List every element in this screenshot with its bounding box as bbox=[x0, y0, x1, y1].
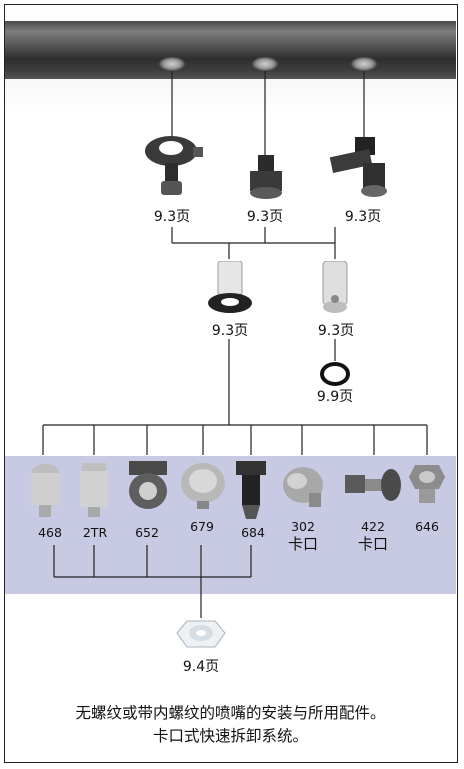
nozzle-684-icon bbox=[234, 461, 268, 521]
mid-part-label-1: 9.3页 bbox=[190, 323, 270, 339]
nozzle-468-label: 468 bbox=[25, 525, 75, 541]
check-valve-icon bbox=[317, 261, 353, 321]
nozzle-652-icon bbox=[127, 461, 169, 513]
nozzle-302-bayonet-label: 卡口 bbox=[278, 536, 328, 552]
nozzle-679-icon bbox=[179, 461, 227, 511]
connector-lines bbox=[5, 5, 456, 760]
nozzle-2tr-icon bbox=[78, 463, 110, 519]
diagram-frame: 9.3页 9.3页 9.3页 9.3页 9.3页 9.9页 bbox=[4, 4, 458, 763]
nozzle-646-icon bbox=[407, 463, 447, 511]
nozzle-302-label: 302 bbox=[278, 519, 328, 535]
angled-fitting-icon bbox=[323, 135, 393, 201]
caption-line-2: 卡口式快速拆卸系统。 bbox=[5, 725, 456, 748]
clamp-fitting-icon bbox=[141, 129, 207, 201]
nozzle-302-icon bbox=[281, 463, 325, 511]
nozzle-2tr-label: 2TR bbox=[70, 525, 120, 541]
nozzle-646-label: 646 bbox=[402, 519, 452, 535]
top-part-label-3: 9.3页 bbox=[323, 209, 403, 225]
nozzle-652-label: 652 bbox=[122, 525, 172, 541]
top-part-label-2: 9.3页 bbox=[225, 209, 305, 225]
threaded-fitting-icon bbox=[244, 155, 288, 201]
bottom-part-label: 9.4页 bbox=[161, 659, 241, 675]
top-part-label-1: 9.3页 bbox=[132, 209, 212, 225]
nozzle-422-label: 422 bbox=[348, 519, 398, 535]
nozzle-679-label: 679 bbox=[177, 519, 227, 535]
nozzle-684-label: 684 bbox=[228, 525, 278, 541]
mid-part-label-2: 9.3页 bbox=[296, 323, 376, 339]
nozzle-422-icon bbox=[343, 465, 403, 505]
caption-line-1: 无螺纹或带内螺纹的喷嘴的安装与所用配件。 bbox=[5, 702, 456, 725]
strainer-icon bbox=[204, 261, 256, 321]
o-ring-label: 9.9页 bbox=[295, 389, 375, 405]
o-ring-icon bbox=[319, 361, 351, 387]
cap-adapter-icon bbox=[175, 617, 227, 655]
nozzle-422-bayonet-label: 卡口 bbox=[348, 536, 398, 552]
nozzle-468-icon bbox=[29, 463, 61, 519]
